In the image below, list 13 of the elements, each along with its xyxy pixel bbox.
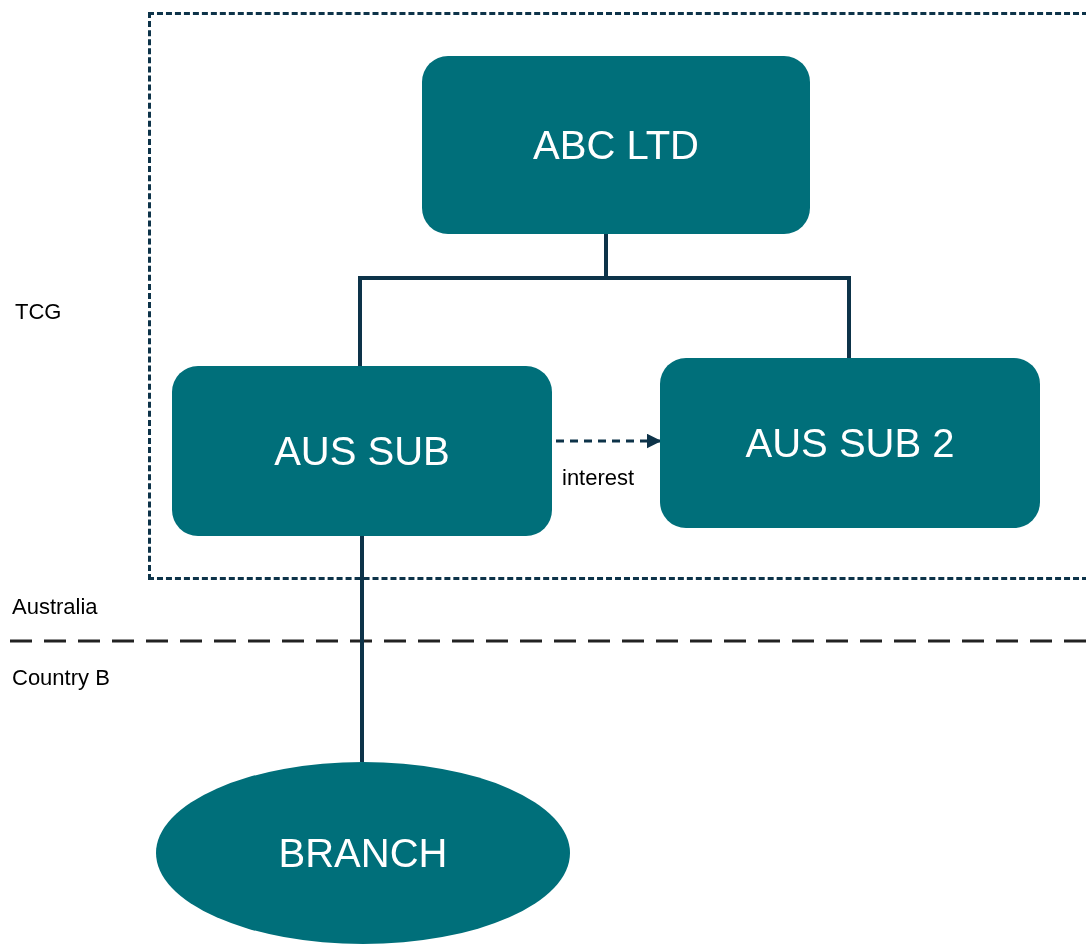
entity-box bbox=[172, 366, 552, 536]
entity-box bbox=[422, 56, 810, 234]
connector-line bbox=[604, 234, 851, 358]
region-label: Country B bbox=[12, 665, 110, 691]
entity-name: ABC LTD bbox=[533, 122, 699, 168]
entity-name: AUS SUB bbox=[274, 428, 450, 474]
entity-name: AUS SUB 2 bbox=[745, 420, 955, 466]
arrow bbox=[556, 433, 662, 449]
connector-line bbox=[360, 536, 364, 762]
group-label: TCG bbox=[15, 299, 62, 325]
entity-box bbox=[660, 358, 1040, 528]
region-label: Australia bbox=[12, 594, 98, 620]
entity-name: BRANCH bbox=[278, 830, 448, 876]
